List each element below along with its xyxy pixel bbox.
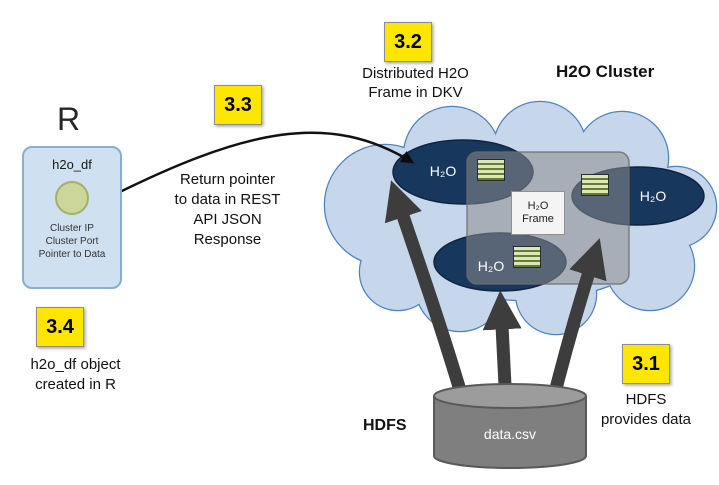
h2o-node-label: H₂O bbox=[639, 188, 667, 204]
h2o-df-label: h2o_df bbox=[52, 157, 92, 172]
step-badge-3-4: 3.4 bbox=[36, 307, 84, 347]
hdfs-cylinder-icon bbox=[433, 383, 587, 469]
return-pointer-caption: Return pointer to data in REST API JSON … bbox=[174, 171, 281, 248]
step-badge-3-3: 3.3 bbox=[214, 85, 262, 125]
h2o-cluster-title: H2O Cluster bbox=[556, 62, 655, 81]
step-badge-3-2: 3.2 bbox=[384, 22, 432, 62]
h2o-node-label: H₂O bbox=[429, 163, 457, 179]
r-box-details: Cluster IP Cluster Port Pointer to Data bbox=[38, 223, 106, 260]
r-logo: R bbox=[57, 101, 81, 137]
h2o-df-object-caption: h2o_df object created in R bbox=[30, 356, 121, 393]
h2o-node-label: H₂O bbox=[477, 258, 505, 274]
data-chunk-icon bbox=[513, 246, 541, 268]
h2o-frame-box: H₂O Frame bbox=[511, 191, 565, 235]
pointer-circle-icon bbox=[55, 181, 89, 215]
data-chunk-icon bbox=[477, 159, 505, 181]
data-csv-label: data.csv bbox=[483, 426, 537, 442]
distributed-frame-caption: Distributed H2O Frame in DKV bbox=[362, 65, 469, 101]
hdfs-label: HDFS bbox=[363, 417, 407, 434]
hdfs-provides-caption: HDFS provides data bbox=[600, 391, 692, 428]
r-client-box: h2o_df Cluster IP Cluster Port Pointer t… bbox=[22, 146, 122, 289]
return-pointer-arrow bbox=[93, 131, 415, 206]
data-chunk-icon bbox=[581, 174, 609, 196]
step-badge-3-1: 3.1 bbox=[622, 344, 670, 384]
